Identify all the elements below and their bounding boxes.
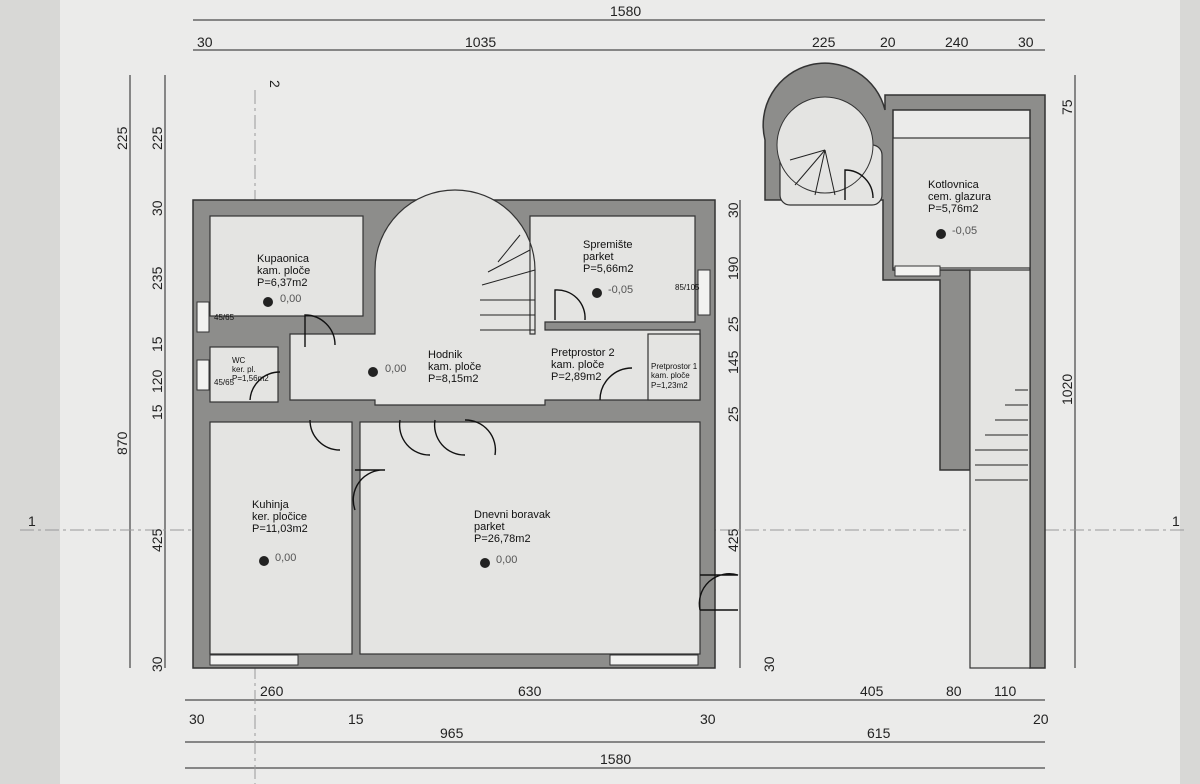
room-level: 0,00 xyxy=(496,554,517,566)
room-floor: kam. ploče xyxy=(551,359,604,371)
dim-middle: 30 xyxy=(725,202,741,218)
room-floor: ker. pločice xyxy=(252,511,307,523)
room-floor: kam. ploče xyxy=(651,371,690,380)
dim-top: 240 xyxy=(945,34,969,50)
level-marker-icons xyxy=(259,229,946,568)
room-floor: cem. glazura xyxy=(928,191,992,203)
room-level: 0,00 xyxy=(385,363,406,375)
dim-top: 1035 xyxy=(465,34,496,50)
dim-bottom: 405 xyxy=(860,683,884,699)
room-area: P=8,15m2 xyxy=(428,373,478,385)
dimension-labels: 1580 30 1035 225 20 240 30 225 870 225 3… xyxy=(28,3,1180,767)
dim-bottom: 80 xyxy=(946,683,962,699)
dim-bottom: 15 xyxy=(348,711,364,727)
room-area: P=2,89m2 xyxy=(551,371,601,383)
room-floor: parket xyxy=(474,521,505,533)
dim-left: 30 xyxy=(149,200,165,216)
stairs xyxy=(480,149,1028,481)
room-hodnik: Hodnik kam. ploče P=8,15m2 0,00 xyxy=(385,349,481,385)
room-area: P=1,23m2 xyxy=(651,381,688,390)
dim-middle: 25 xyxy=(725,316,741,332)
dim-left: 30 xyxy=(149,656,165,672)
dim-bottom: 630 xyxy=(518,683,542,699)
dim-bottom: 30 xyxy=(189,711,205,727)
dim-top: 20 xyxy=(880,34,896,50)
dim-bottom: 20 xyxy=(1033,711,1049,727)
dim-left: 225 xyxy=(149,126,165,150)
dim-middle: 30 xyxy=(761,656,777,672)
room-level: -0,05 xyxy=(952,225,977,237)
dim-top-total: 1580 xyxy=(610,3,641,19)
dim-middle: 145 xyxy=(725,350,741,374)
dim-left: 425 xyxy=(149,528,165,552)
room-name: Dnevni boravak xyxy=(474,509,551,521)
room-name: Kotlovnica xyxy=(928,179,980,191)
room-dnevni-boravak: Dnevni boravak parket P=26,78m2 0,00 xyxy=(474,509,551,566)
dim-middle: 190 xyxy=(725,256,741,280)
dim-left: 225 xyxy=(114,126,130,150)
section-marker: 2 xyxy=(267,80,283,88)
dim-top: 30 xyxy=(1018,34,1034,50)
room-area: P=1,56m2 xyxy=(232,374,269,383)
room-area: P=6,37m2 xyxy=(257,277,307,289)
dim-right: 1020 xyxy=(1059,374,1075,405)
dim-bottom-total: 1580 xyxy=(600,751,631,767)
section-marker: 1 xyxy=(1172,513,1180,529)
room-wc: WC ker. pl. P=1,56m2 xyxy=(232,356,269,383)
room-labels: Kupaonica kam. ploče P=6,37m2 0,00 WC ke… xyxy=(232,179,992,566)
room-floor: kam. ploče xyxy=(428,361,481,373)
room-kotlovnica: Kotlovnica cem. glazura P=5,76m2 -0,05 xyxy=(928,179,992,237)
dim-bottom: 110 xyxy=(994,683,1017,699)
dim-bottom: 260 xyxy=(260,683,284,699)
room-area: P=26,78m2 xyxy=(474,533,531,545)
room-name: WC xyxy=(232,356,246,365)
windows xyxy=(196,265,941,666)
dim-bottom: 965 xyxy=(440,725,464,741)
section-marker: 1 xyxy=(28,513,36,529)
dim-left: 235 xyxy=(149,266,165,290)
dim-top: 30 xyxy=(197,34,213,50)
room-level: 0,00 xyxy=(280,293,301,305)
room-name: Spremište xyxy=(583,239,633,251)
room-floor: kam. ploče xyxy=(257,265,310,277)
dim-middle: 25 xyxy=(725,406,741,422)
room-name: Hodnik xyxy=(428,349,463,361)
dim-bottom: 30 xyxy=(700,711,716,727)
room-name: Pretprostor 2 xyxy=(551,347,615,359)
room-pretprostor-1: Pretprostor 1 kam. ploče P=1,23m2 xyxy=(651,362,698,390)
window-label: 85/105 xyxy=(675,283,700,292)
doors xyxy=(249,169,874,611)
room-area: P=11,03m2 xyxy=(252,523,308,535)
room-kuhinja: Kuhinja ker. pločice P=11,03m2 0,00 xyxy=(252,499,308,564)
room-level: -0,05 xyxy=(608,284,633,296)
dim-right: 75 xyxy=(1059,99,1075,115)
room-area: P=5,76m2 xyxy=(928,203,978,215)
room-name: Kuhinja xyxy=(252,499,290,511)
room-area: P=5,66m2 xyxy=(583,263,633,275)
dim-left: 120 xyxy=(149,369,165,393)
room-floor: ker. pl. xyxy=(232,365,256,374)
dim-bottom: 615 xyxy=(867,725,891,741)
dim-left: 870 xyxy=(114,431,130,455)
room-level: 0,00 xyxy=(275,552,296,564)
room-pretprostor-2: Pretprostor 2 kam. ploče P=2,89m2 xyxy=(551,347,615,383)
window-label: 45/65 xyxy=(214,313,235,322)
room-name: Pretprostor 1 xyxy=(651,362,698,371)
rooms xyxy=(209,189,701,655)
room-name: Kupaonica xyxy=(257,253,310,265)
room-floor: parket xyxy=(583,251,614,263)
window-label: 45/65 xyxy=(214,378,235,387)
dim-top: 225 xyxy=(812,34,836,50)
dim-left: 15 xyxy=(149,404,165,420)
dim-middle: 425 xyxy=(725,528,741,552)
room-kupaonica: Kupaonica kam. ploče P=6,37m2 0,00 xyxy=(257,253,310,305)
dim-left: 15 xyxy=(149,336,165,352)
room-spremiste: Spremište parket P=5,66m2 -0,05 xyxy=(583,239,633,296)
